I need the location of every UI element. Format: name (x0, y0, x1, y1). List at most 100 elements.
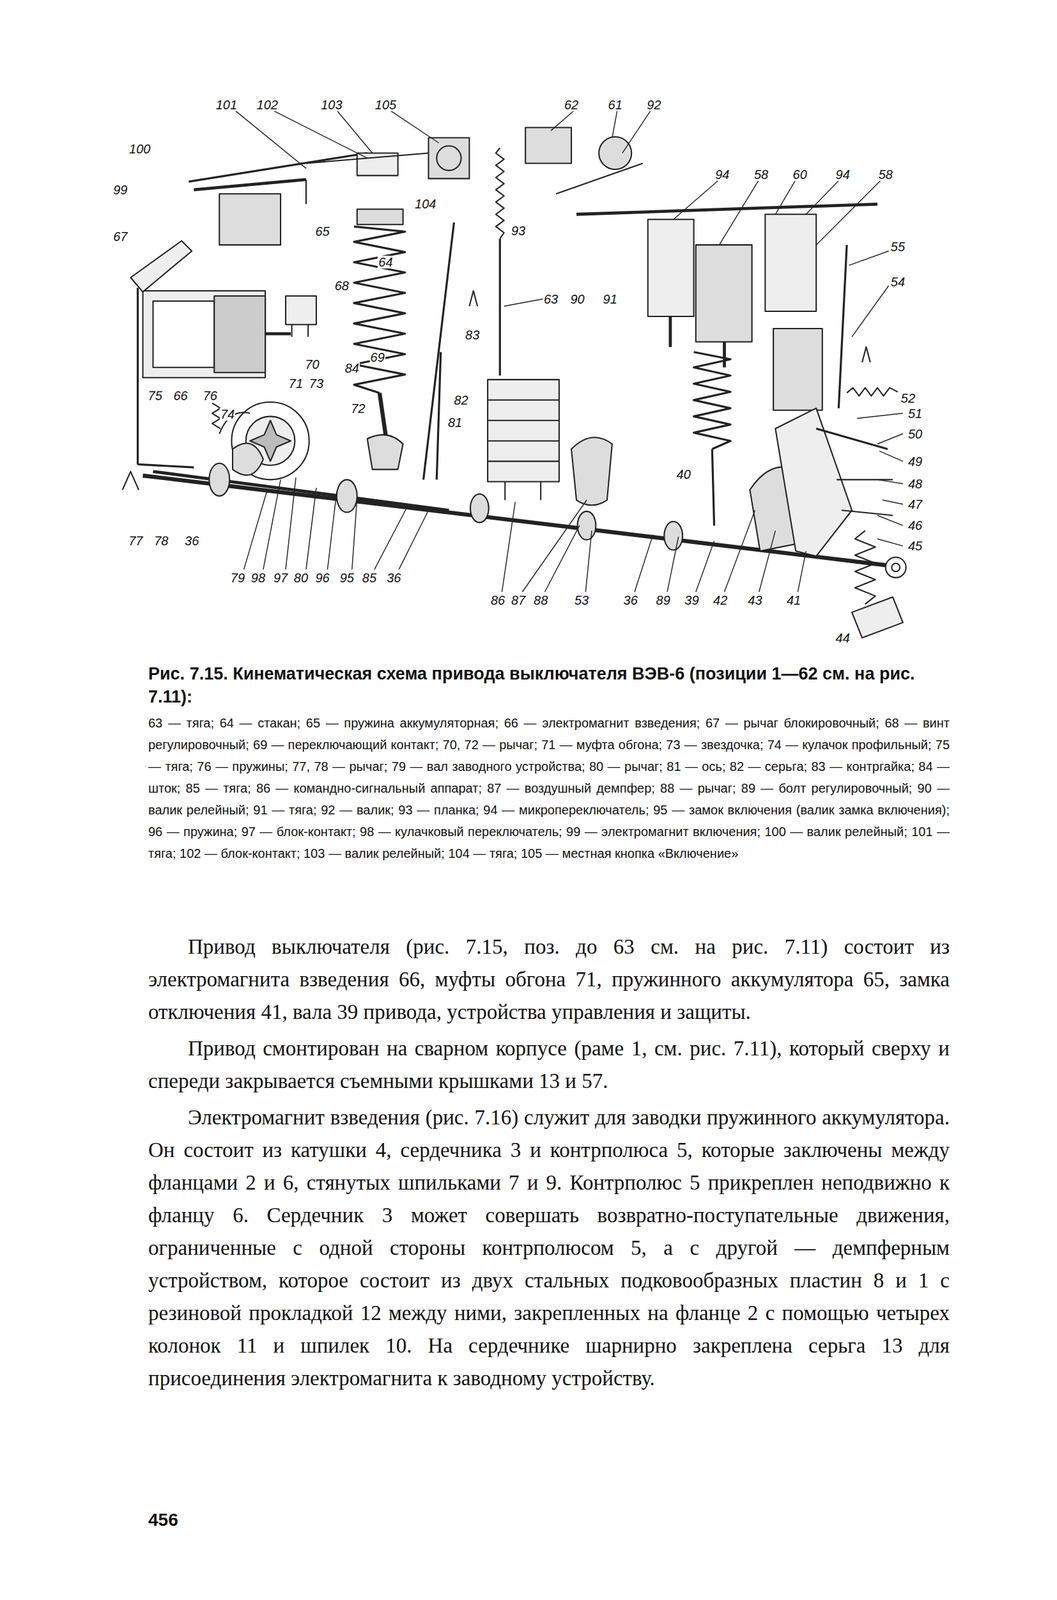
drawing-part (487, 379, 560, 482)
callout-number: 52 (900, 391, 916, 405)
drawing-part (634, 534, 654, 592)
drawing-part (130, 240, 192, 293)
callout-number: 36 (184, 534, 200, 548)
callout-number: 66 (172, 389, 188, 402)
drawing-part (152, 471, 449, 511)
callout-number: 95 (339, 571, 355, 585)
drawing-part (499, 239, 502, 376)
drawing-part (272, 109, 367, 158)
body-text: Привод выключателя (рис. 7.15, поз. до 6… (148, 930, 950, 1399)
drawing-part (673, 179, 720, 220)
drawing-part (663, 521, 683, 551)
body-paragraph: Электромагнит взведения (рис. 7.16) служ… (148, 1101, 950, 1395)
callout-number: 51 (907, 407, 923, 420)
drawing-part (622, 109, 652, 153)
drawing-part (885, 557, 907, 578)
callout-number: 58 (878, 168, 894, 181)
drawing-part (775, 179, 796, 215)
callout-number: 71 (288, 377, 304, 390)
drawing-part (495, 147, 505, 239)
callout-number: 39 (683, 593, 700, 607)
drawing-part (816, 428, 888, 450)
callout-number: 104 (414, 197, 437, 211)
callout-number: 93 (510, 224, 526, 238)
callout-number: 79 (230, 571, 246, 585)
drawing-part (305, 179, 307, 204)
drawing-part (759, 530, 776, 592)
callout-number: 76 (202, 389, 218, 402)
drawing-part (816, 179, 882, 245)
drawing-part (891, 563, 900, 572)
drawing-part (598, 136, 632, 170)
parts-list: 63 — тяга; 64 — стакан; 65 — пружина акк… (148, 711, 950, 865)
drawing-part (234, 109, 903, 592)
callout-number: 77 (127, 534, 144, 548)
callout-number: 40 (676, 467, 692, 481)
callout-number: 47 (907, 497, 923, 511)
drawing-part (571, 437, 613, 505)
drawing-part (862, 347, 871, 363)
drawing-part (244, 489, 268, 570)
drawing-part (307, 324, 309, 337)
drawing-part (879, 451, 903, 462)
drawing-part (487, 460, 560, 463)
callout-number: 60 (792, 168, 808, 181)
drawing-part (436, 145, 461, 170)
callout-number: 98 (250, 571, 266, 585)
page-number: 456 (148, 1509, 179, 1530)
drawing-part (136, 287, 139, 464)
drawing-part (122, 109, 907, 638)
drawing-part (694, 352, 731, 450)
drawing-part (711, 448, 714, 526)
drawing-part (306, 487, 317, 570)
callout-number: 100 (128, 142, 151, 156)
drawing-part (851, 596, 903, 638)
callout-number: 36 (385, 571, 402, 585)
drawing-part (336, 109, 373, 153)
callout-number: 85 (361, 571, 378, 585)
callout-number: 75 (147, 389, 163, 402)
callout-number: 64 (377, 255, 394, 269)
drawing-part (285, 477, 296, 570)
drawing-part (469, 290, 478, 307)
body-paragraph: Привод смонтирован на сварном корпусе (р… (148, 1032, 950, 1098)
callout-number: 58 (753, 168, 769, 181)
callout-number: 92 (646, 98, 662, 112)
callout-number: 43 (747, 593, 763, 607)
drawing-part (855, 530, 876, 604)
callout-number: 67 (112, 230, 128, 243)
callout-number: 44 (835, 631, 851, 645)
drawing-part (354, 226, 406, 393)
drawing-part (669, 316, 673, 348)
drawing-part (265, 332, 291, 336)
drawing-part (555, 162, 643, 194)
drawing-part (797, 550, 806, 592)
drawing-part (428, 138, 470, 179)
callout-number: 50 (907, 427, 923, 441)
drawing-part (138, 463, 195, 468)
drawing-part (263, 479, 281, 569)
drawing-part (219, 193, 281, 245)
drawing-part (389, 109, 440, 143)
callout-number: 102 (256, 98, 279, 112)
callout-number: 105 (374, 98, 397, 112)
drawing-part (374, 504, 409, 570)
callout-number: 73 (308, 377, 325, 390)
callout-number: 89 (655, 593, 672, 607)
drawing-part (470, 493, 489, 523)
drawing-part (667, 536, 679, 592)
drawing-part (719, 179, 760, 245)
drawing-part (764, 214, 817, 312)
drawing-part (231, 401, 309, 480)
callout-number: 49 (907, 455, 923, 468)
drawing-part (695, 244, 753, 342)
drawing-part (841, 509, 893, 516)
callout-number: 94 (714, 168, 730, 181)
drawing-part (327, 492, 337, 570)
callout-number: 68 (334, 279, 350, 293)
callout-number: 101 (215, 98, 238, 112)
drawing-part (352, 497, 358, 570)
body-paragraph: Привод выключателя (рис. 7.15, поз. до 6… (148, 930, 950, 1029)
drawing-part (846, 387, 898, 397)
callout-number: 55 (890, 240, 906, 254)
